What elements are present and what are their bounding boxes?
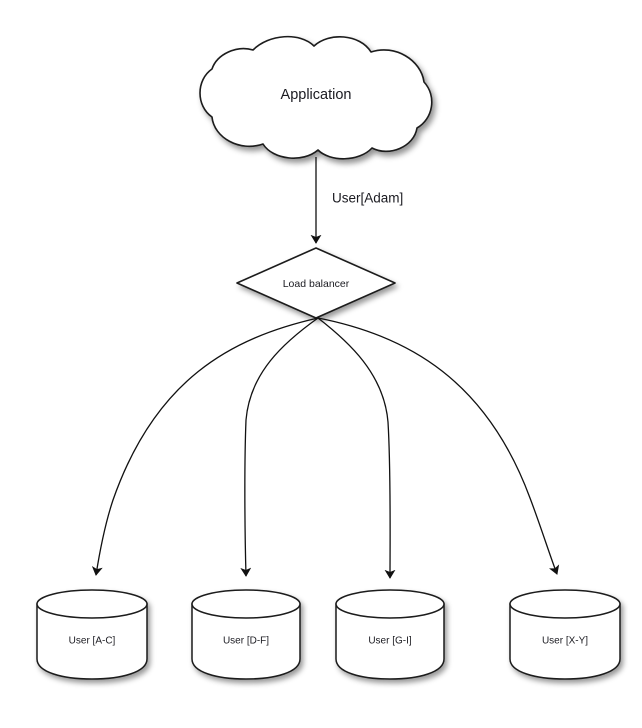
cylinder-top-3 (335, 589, 445, 619)
node-application[interactable]: Application (199, 35, 433, 160)
edge-load-balancer-to-db-3[interactable] (317, 317, 396, 579)
node-database-1[interactable]: User [A-C] (36, 589, 148, 680)
edge-arrow-db-1 (91, 317, 319, 576)
cylinder-body-4 (509, 603, 621, 680)
node-load-balancer[interactable]: Load balancer (236, 247, 396, 319)
edge-load-balancer-to-db-1[interactable] (91, 317, 319, 576)
cylinder-top-2 (191, 589, 301, 619)
database-1-label: User [A-C] (69, 636, 116, 647)
edge-load-balancer-to-db-4[interactable] (317, 317, 560, 575)
database-3-label: User [G-I] (368, 636, 412, 647)
database-2-label: User [D-F] (223, 636, 269, 647)
cylinder-top-4 (509, 589, 621, 619)
node-database-4[interactable]: User [X-Y] (509, 589, 621, 680)
edge-label-user-adam: User[Adam] (332, 191, 403, 206)
edge-load-balancer-to-db-2[interactable] (240, 317, 319, 577)
cylinder-body-2 (191, 603, 301, 680)
cloud-shape (199, 35, 433, 160)
database-4-label: User [X-Y] (542, 636, 588, 647)
node-database-2[interactable]: User [D-F] (191, 589, 301, 680)
cylinder-body-1 (36, 603, 148, 680)
edge-arrow-db-4 (317, 317, 560, 575)
application-label: Application (281, 87, 352, 103)
node-database-3[interactable]: User [G-I] (335, 589, 445, 680)
cylinder-top-1 (36, 589, 148, 619)
edge-arrow-db-2 (240, 317, 319, 577)
load-balancer-label: Load balancer (283, 278, 350, 290)
cylinder-body-3 (335, 603, 445, 680)
edge-arrow-db-3 (317, 317, 396, 579)
edge-application-to-load-balancer[interactable]: User[Adam] (310, 157, 403, 244)
